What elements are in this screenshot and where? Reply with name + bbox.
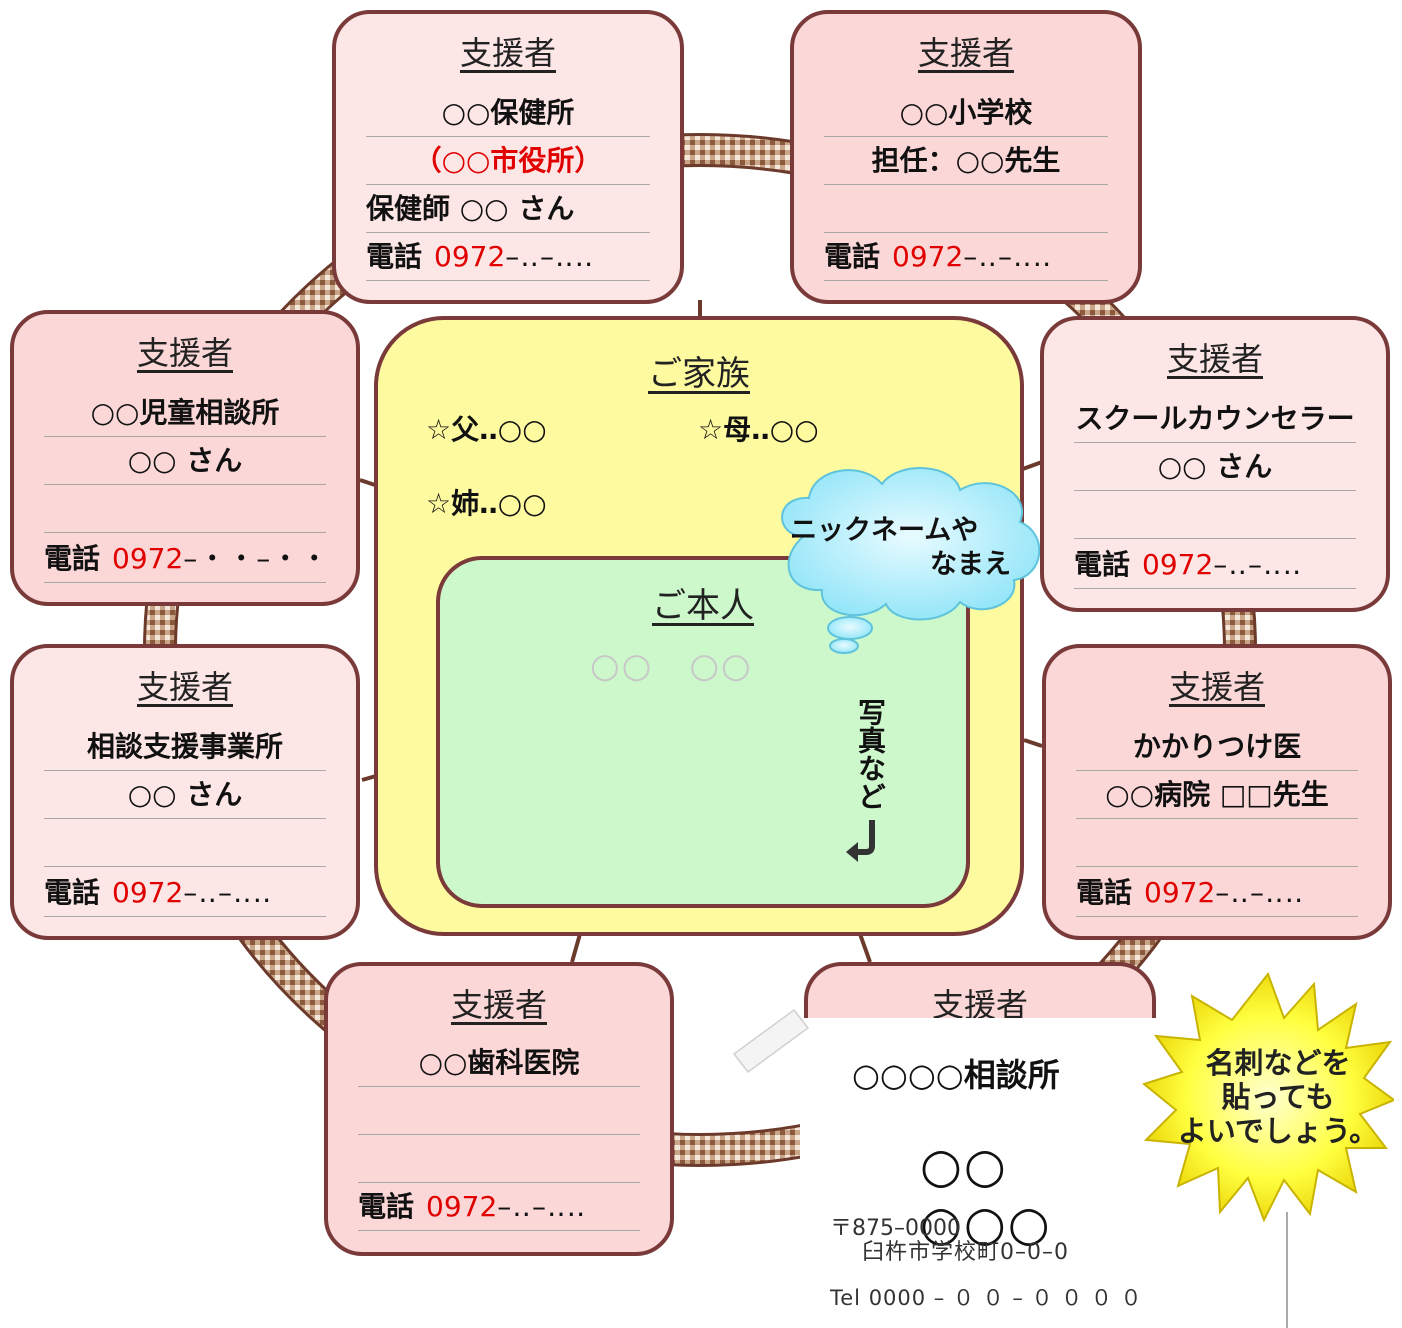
phone-label: 電話 [44, 542, 101, 575]
supporter-card-consultation-office: 支援者 相談支援事業所 ○○ さん 電話 0972–‥–‥‥ [10, 644, 360, 940]
phone-rest: –‥–‥‥ [497, 1190, 587, 1223]
supporter-card-title: 支援者 [136, 668, 233, 706]
supporter-line: ○○ さん [44, 438, 326, 485]
phone-rest: –‥–‥‥ [183, 876, 273, 909]
business-card: ○○○○相談所 ○○ ○○○ 〒875–0000 臼杵市学校町0–0–0 Tel… [800, 1018, 1180, 1328]
supporter-line [824, 186, 1108, 233]
starburst-note [1142, 972, 1394, 1222]
phone-label: 電話 [44, 876, 101, 909]
phone-number: 0972 [1144, 876, 1216, 909]
supporter-line: ○○ さん [1074, 444, 1356, 491]
return-arrow-icon [846, 820, 875, 862]
phone-number: 0972 [112, 542, 184, 575]
phone-rest: –‥–‥‥ [1215, 876, 1305, 909]
starburst-line2: 貼っても [1221, 1080, 1335, 1114]
supporter-phone-row: 電話 0972–・・–・・ [44, 536, 330, 583]
supporter-phone-row: 電話 0972–‥–‥‥ [824, 234, 1108, 281]
nickname-cloud-line2: なまえ [930, 549, 1011, 580]
supporter-line: 保健師 ○○ さん [366, 186, 650, 233]
supporter-phone-row: 電話 0972–‥–‥‥ [44, 870, 326, 917]
supporter-line [44, 820, 326, 867]
supporter-line [358, 1136, 640, 1183]
supporter-card-title: 支援者 [931, 986, 1028, 1024]
supporter-card-school-counselor: 支援者 スクールカウンセラー ○○ さん 電話 0972–‥–‥‥ [1040, 316, 1390, 612]
starburst-line3: よいでしょう。 [1177, 1114, 1379, 1148]
supporter-card-health-center: 支援者 ○○保健所 （○○市役所） 保健師 ○○ さん 電話 0972–‥–‥‥ [332, 10, 684, 304]
phone-label: 電話 [366, 240, 423, 273]
tape-graphic [732, 1008, 810, 1074]
family-member-father: ☆父‥○○ [426, 413, 547, 446]
supporter-phone-row: 電話 0972–‥–‥‥ [366, 234, 650, 281]
supporter-phone-row: 電話 0972–‥–‥‥ [358, 1184, 640, 1231]
phone-number: 0972 [892, 240, 964, 273]
phone-rest: –‥–‥‥ [963, 240, 1053, 273]
supporter-line [1076, 820, 1358, 867]
phone-number: 0972 [434, 240, 506, 273]
phone-label: 電話 [1074, 548, 1131, 581]
business-card-org: ○○○○相談所 [852, 1056, 1060, 1094]
supporter-line: かかりつけ医 [1076, 724, 1358, 771]
starburst-line1: 名刺などを [1205, 1046, 1351, 1080]
phone-label: 電話 [824, 240, 881, 273]
divider-line [1286, 1212, 1288, 1328]
supporter-line: ○○小学校 [824, 90, 1108, 137]
supporter-line: スクールカウンセラー [1074, 396, 1356, 443]
nickname-cloud [781, 467, 1041, 654]
supporter-card-school: 支援者 ○○小学校 担任：○○先生 電話 0972–‥–‥‥ [790, 10, 1142, 304]
supporter-card-title: 支援者 [136, 334, 233, 372]
phone-number: 0972 [112, 876, 184, 909]
phone-rest: –・・–・・ [183, 542, 330, 575]
phone-rest: –‥–‥‥ [1213, 548, 1303, 581]
business-card-zip: 〒875–0000 [830, 1216, 961, 1241]
supporter-line: （○○市役所） [366, 138, 650, 185]
phone-rest: –‥–‥‥ [505, 240, 595, 273]
supporter-line: ○○ さん [44, 772, 326, 819]
supporter-card-family-doctor: 支援者 かかりつけ医 ○○病院 □□先生 電話 0972–‥–‥‥ [1042, 644, 1392, 940]
supporter-line: ○○病院 □□先生 [1076, 772, 1358, 819]
self-title: ご本人 [652, 586, 754, 626]
self-name-placeholder: ○○ ○○ [590, 646, 753, 686]
supporter-line [1074, 492, 1356, 539]
supporter-card-title: 支援者 [1166, 340, 1263, 378]
phone-label: 電話 [1076, 876, 1133, 909]
supporter-line: ○○保健所 [366, 90, 650, 137]
supporter-line [44, 486, 326, 533]
photo-note: 写真など [854, 698, 887, 810]
supporter-card-child-guidance: 支援者 ○○児童相談所 ○○ さん 電話 0972–・・–・・ [10, 310, 360, 606]
phone-label: 電話 [358, 1190, 415, 1223]
supporter-card-dental-clinic: 支援者 ○○歯科医院 電話 0972–‥–‥‥ [324, 962, 674, 1256]
family-member-mother: ☆母‥○○ [698, 413, 819, 446]
business-card-name: ○○ ○○○ [920, 1138, 1058, 1252]
self-box: ご本人 ○○ ○○ 写真など [436, 556, 970, 908]
supporter-card-title: 支援者 [1168, 668, 1265, 706]
supporter-line: ○○児童相談所 [44, 390, 326, 437]
business-card-tel: Tel 0000 – ０ ０ – ０ ０ ０ ０ [830, 1286, 1143, 1310]
supporter-card-title: 支援者 [917, 34, 1014, 72]
family-member-sister: ☆姉‥○○ [426, 487, 547, 520]
supporter-phone-row: 電話 0972–‥–‥‥ [1076, 870, 1358, 917]
business-card-address: 臼杵市学校町0–0–0 [862, 1240, 1069, 1265]
supporter-line: 相談支援事業所 [44, 724, 326, 771]
supporter-phone-row: 電話 0972–‥–‥‥ [1074, 542, 1356, 589]
phone-number: 0972 [426, 1190, 498, 1223]
supporter-card-title: 支援者 [459, 34, 556, 72]
supporter-line: 担任：○○先生 [824, 138, 1108, 185]
family-title: ご家族 [648, 354, 750, 394]
supporter-line [358, 1088, 640, 1135]
supporter-line: ○○歯科医院 [358, 1040, 640, 1087]
supporter-card-title: 支援者 [450, 986, 547, 1024]
nickname-cloud-line1: ニックネームや [790, 515, 979, 546]
phone-number: 0972 [1142, 548, 1214, 581]
